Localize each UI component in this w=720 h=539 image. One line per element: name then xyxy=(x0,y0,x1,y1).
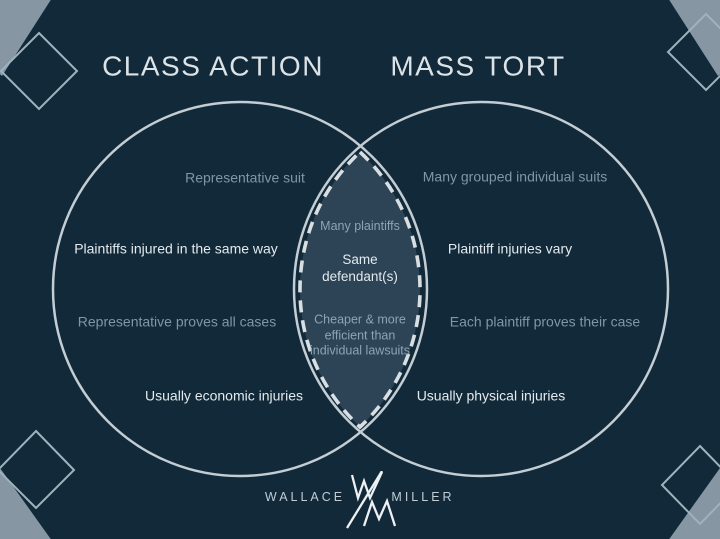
left-circle-item: Representative proves all cases xyxy=(77,313,277,330)
logo-word-wallace: WALLACE xyxy=(264,490,346,505)
mass-tort-circle xyxy=(292,100,670,478)
class-action-circle xyxy=(51,100,429,478)
overlap-item: Many plaintiffs xyxy=(320,219,400,234)
corner-outline-diamond-top-right xyxy=(666,12,720,92)
corner-diamond-bottom-right xyxy=(669,468,720,539)
corner-diamond-top-right xyxy=(669,0,720,76)
right-circle-item: Usually physical injuries xyxy=(416,387,566,404)
right-circle-item: Plaintiff injuries vary xyxy=(447,240,573,257)
overlap-item: Same defendant(s) xyxy=(322,252,398,284)
class-action-title: CLASS ACTION xyxy=(102,50,324,82)
mass-tort-title: MASS TORT xyxy=(390,50,566,82)
left-circle-item: Representative suit xyxy=(185,169,305,186)
overlap-item: Cheaper & more efficient than individual… xyxy=(309,312,411,358)
logo-word-miller: MILLER xyxy=(391,490,455,505)
left-circle-item: Plaintiffs injured in the same way xyxy=(74,240,278,257)
right-circle-item: Many grouped individual suits xyxy=(422,168,608,185)
overlap-lens xyxy=(298,149,422,430)
corner-outline-diamond-bottom-left xyxy=(0,429,76,510)
wm-monogram-icon xyxy=(343,470,397,529)
right-circle-item: Each plaintiff proves their case xyxy=(449,313,641,330)
left-circle-item: Usually economic injuries xyxy=(145,387,303,404)
corner-diamond-bottom-left xyxy=(0,468,51,539)
corner-diamond-top-left xyxy=(0,0,51,76)
corner-outline-diamond-top-left xyxy=(0,31,79,111)
corner-outline-diamond-bottom-right xyxy=(660,444,720,526)
